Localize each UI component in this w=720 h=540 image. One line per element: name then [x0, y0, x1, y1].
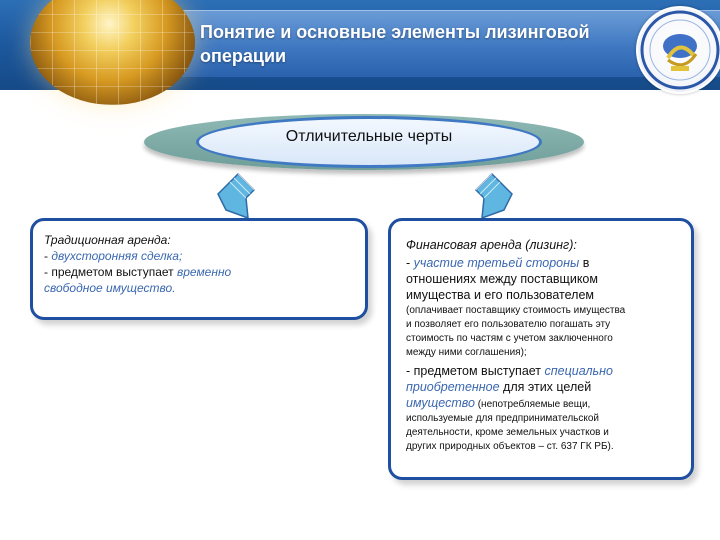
- financial-small-5: используемые для предпринимательской: [406, 413, 599, 424]
- financial-line-1-suffix: в: [579, 256, 590, 270]
- globe-icon: [30, 0, 195, 105]
- financial-line-3: имущества и его пользователем: [406, 288, 595, 302]
- page-title-line-1: Понятие и основные элементы лизинговой: [200, 22, 590, 42]
- arrow-down-left-icon: [217, 172, 256, 220]
- financial-line-4: - предметом выступает специально: [406, 362, 613, 380]
- traditional-line-1: - двухсторонняя сделка;: [44, 248, 182, 264]
- features-label: Отличительные черты: [285, 128, 453, 145]
- financial-small-7: других природных объектов – ст. 637 ГК Р…: [406, 441, 614, 452]
- traditional-line-2-value: временно: [176, 265, 232, 279]
- page-title: Понятие и основные элементы лизинговой о…: [200, 20, 630, 68]
- financial-line-4-prefix: - предметом выступает: [406, 364, 545, 378]
- financial-line-1-value: участие третьей стороны: [413, 256, 580, 270]
- header-bar: Понятие и основные элементы лизинговой о…: [0, 0, 720, 105]
- financial-line-5-value: приобретенное: [406, 380, 500, 394]
- traditional-line-2: - предметом выступает временно: [44, 264, 231, 280]
- university-logo: [636, 6, 720, 94]
- financial-line-5-suffix: для этих целей: [499, 380, 592, 394]
- financial-heading: Финансовая аренда (лизинг):: [406, 238, 577, 252]
- financial-line-6: имущество (непотребляемые вещи,: [406, 394, 590, 414]
- financial-line-2: отношениях между поставщиком: [406, 272, 598, 286]
- financial-small-4: между ними соглашения);: [406, 347, 527, 358]
- financial-line-6-suffix: (непотребляемые вещи,: [474, 399, 591, 410]
- traditional-line-1-value: двухсторонняя сделка;: [51, 249, 183, 263]
- header-title-band: [170, 10, 720, 77]
- page-title-line-2: операции: [200, 46, 287, 66]
- financial-line-6-value: имущество: [406, 396, 475, 410]
- traditional-line-3: свободное имущество.: [44, 280, 176, 296]
- financial-line-1-prefix: -: [406, 256, 414, 270]
- traditional-line-3-value: свободное имущество.: [44, 281, 176, 295]
- financial-line-5: приобретенное для этих целей: [406, 378, 591, 396]
- financial-line-1: - участие третьей стороны в: [406, 254, 589, 272]
- financial-small-2: и позволяет его пользователю погашать эт…: [406, 319, 611, 330]
- traditional-heading: Традиционная аренда:: [44, 233, 171, 247]
- traditional-lease-box: [30, 218, 368, 320]
- traditional-line-2-prefix: - предметом выступает: [44, 265, 177, 279]
- logo-emblem-icon: [640, 10, 720, 90]
- features-oval-inner: [196, 116, 542, 168]
- financial-lease-box: [388, 218, 694, 480]
- traditional-line-1-prefix: -: [44, 249, 52, 263]
- arrow-down-right-icon: [474, 172, 513, 220]
- financial-small-3: стоимость по частям с учетом заключенног…: [406, 333, 613, 344]
- financial-small-1: (оплачивает поставщику стоимость имущест…: [406, 305, 626, 316]
- globe-grid: [30, 0, 195, 105]
- financial-small-6: деятельности, кроме земельных участков и: [406, 427, 609, 438]
- financial-line-4-value: специально: [544, 364, 613, 378]
